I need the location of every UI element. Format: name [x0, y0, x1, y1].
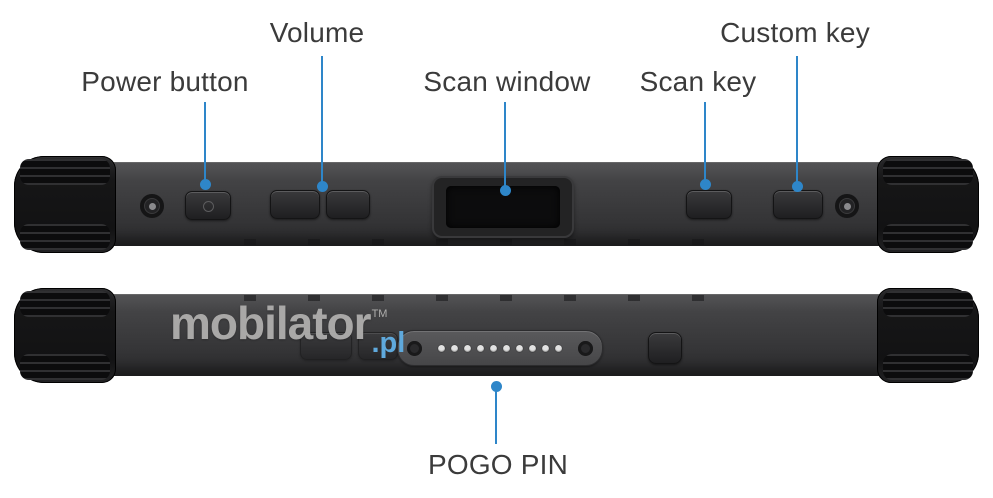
pogo-contact: [529, 344, 536, 352]
callout-line-scan-window: [504, 102, 506, 188]
callout-label-power-button: Power button: [81, 66, 249, 97]
callout-label-scan-window: Scan window: [423, 66, 591, 97]
callout-line-volume: [321, 56, 323, 184]
bumper-ridges: [20, 291, 110, 317]
watermark-brand-text: mobilator: [170, 297, 372, 349]
bumper-ridges: [20, 354, 110, 380]
pogo-contact: [542, 344, 549, 352]
callout-label-volume: Volume: [269, 17, 365, 48]
power-icon: [203, 200, 214, 212]
left-corner-bumper-top: [14, 156, 116, 253]
callout-line-scan-key: [704, 102, 706, 184]
pogo-contact: [477, 344, 484, 352]
right-corner-bumper-top: [877, 156, 979, 253]
volume-up-button-shape: [270, 190, 320, 219]
bumper-ridges: [883, 159, 973, 186]
pogo-contact: [490, 344, 497, 352]
callout-dot-power-button: [200, 179, 211, 190]
watermark-tm-mark: TM: [371, 308, 388, 320]
bumper-ridges: [883, 223, 973, 250]
callout-dot-custom-key: [792, 181, 803, 192]
recessed-button-shape: [300, 332, 352, 360]
bumper-ridges: [20, 159, 110, 186]
square-port-cover-shape: [648, 332, 682, 364]
callout-label-scan-key: Scan key: [639, 66, 757, 97]
tablet-bottom-edge-view: [14, 288, 979, 383]
seam-notches-top-device: [244, 239, 724, 245]
watermark-suffix-text: .pl: [371, 327, 406, 359]
callout-dot-scan-key: [700, 179, 711, 190]
watermark-mobilator: mobilatorTM .pl: [170, 296, 405, 359]
screw-hole-left: [140, 194, 164, 218]
bumper-ridges: [883, 291, 973, 317]
callout-label-pogo-pin: POGO PIN: [427, 449, 569, 480]
callout-line-custom-key: [796, 56, 798, 184]
pogo-pin-connector: [397, 330, 603, 366]
pogo-contact: [516, 344, 523, 352]
bumper-ridges: [883, 354, 973, 380]
scan-key-shape: [686, 190, 732, 219]
tablet-top-edge-view: [14, 156, 979, 253]
pogo-contact: [451, 344, 458, 352]
power-button-shape: [185, 191, 231, 220]
custom-key-shape: [773, 190, 823, 219]
callout-line-pogo-pin: [495, 390, 497, 444]
bumper-ridges: [20, 223, 110, 250]
pogo-contact: [503, 344, 510, 352]
pogo-contact: [555, 344, 562, 352]
callout-label-custom-key: Custom key: [720, 17, 870, 48]
callout-dot-volume: [317, 181, 328, 192]
callout-line-power-button: [204, 102, 206, 184]
pogo-screw-left: [407, 340, 422, 356]
callout-dot-scan-window: [500, 185, 511, 196]
pogo-contact: [464, 344, 471, 352]
right-corner-bumper-bottom: [877, 288, 979, 383]
left-corner-bumper-bottom: [14, 288, 116, 383]
screw-hole-right: [835, 194, 859, 218]
seam-notches-bottom-device: [244, 295, 724, 301]
volume-down-button-shape: [326, 190, 370, 219]
pogo-screw-right: [578, 340, 593, 356]
pogo-contact: [438, 344, 445, 352]
callout-dot-pogo-pin: [491, 381, 502, 392]
